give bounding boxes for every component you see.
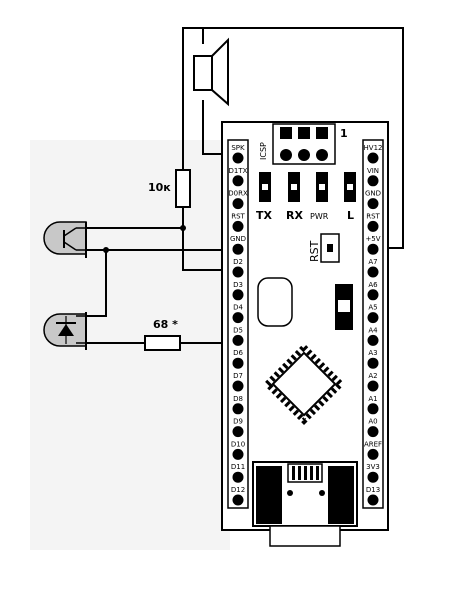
pin-pad <box>367 243 379 255</box>
pin-label-spk: SPK <box>231 144 245 152</box>
pin-label-hv12: HV12 <box>364 144 383 152</box>
pin-label-gnd: GND <box>230 235 246 243</box>
pin-label-d1tx: D1TX <box>229 167 248 175</box>
left-pin-column: SPK D1TX D0RX RST GND D2D3D4D5D6D7D8D9D10D11D… <box>228 144 248 506</box>
pin-label-d4: D4 <box>233 304 243 312</box>
led-label-tx: TX <box>256 209 273 222</box>
pin-label-d2: D2 <box>233 258 243 266</box>
pin-label-gnd: GND <box>365 190 381 198</box>
pin-pad <box>367 380 379 392</box>
junction-dot <box>103 247 109 253</box>
led-label-pwr: PWR <box>310 212 329 221</box>
pin-pad <box>232 243 244 255</box>
resistor-10k <box>175 169 191 208</box>
pin-pad <box>232 175 244 187</box>
left-header-strip <box>227 139 249 509</box>
pin-label-rst: RST <box>366 212 380 220</box>
pin-pad <box>232 494 244 506</box>
pin-pad <box>367 494 379 506</box>
usb-connector <box>252 461 358 547</box>
pin-pad <box>367 357 379 369</box>
junction-dot <box>180 225 186 231</box>
pin-label-d10: D10 <box>231 440 245 448</box>
pin-label-d5: D5 <box>233 326 243 334</box>
icsp-pin1-label: 1 <box>340 127 348 140</box>
pin-label-rst: RST <box>231 212 245 220</box>
pin-label-vin: VIN <box>367 167 379 175</box>
reset-button-cap <box>327 244 333 252</box>
pin-pad <box>367 403 379 415</box>
pin-label-d12: D12 <box>231 486 245 494</box>
pin-pad <box>232 448 244 460</box>
pin-pad <box>232 312 244 324</box>
icsp-label: ICSP <box>259 142 268 160</box>
pin-label-a1: A1 <box>368 395 377 403</box>
pin-pad <box>367 448 379 460</box>
pin-label-d13: D13 <box>366 486 380 494</box>
arduino-nano-board: SPK D1TX D0RX RST GND D2D3D4D5D6D7D8D9D10D11D… <box>221 121 389 547</box>
pin-label-a7: A7 <box>368 258 377 266</box>
pin-pad <box>367 289 379 301</box>
led-label-l: L <box>347 209 354 222</box>
crystal <box>257 277 293 327</box>
pin-pad <box>232 152 244 164</box>
microcontroller-chip <box>262 342 346 426</box>
speaker-icon <box>193 37 229 107</box>
pin-pad <box>232 471 244 483</box>
pin-pad <box>367 426 379 438</box>
pin-label-d6: D6 <box>233 349 243 357</box>
pin-pad <box>232 334 244 346</box>
pin-pad <box>367 198 379 210</box>
voltage-regulator <box>335 284 353 330</box>
resistor-10k-label: 10к <box>148 181 171 194</box>
pin-label-a6: A6 <box>368 281 378 289</box>
pin-pad <box>367 471 379 483</box>
pin-pad <box>232 289 244 301</box>
led-label-rx: RX <box>286 209 303 222</box>
pin-pad <box>232 198 244 210</box>
pin-label-a2: A2 <box>368 372 377 380</box>
pin-pad <box>232 220 244 232</box>
reset-button-label: RST <box>308 240 321 262</box>
pin-label-d8: D8 <box>233 395 243 403</box>
pin-label-3v3: 3V3 <box>366 463 380 471</box>
resistor-68-label: 68 * <box>153 318 178 331</box>
pin-label-d3: D3 <box>233 281 243 289</box>
pin-pad <box>367 266 379 278</box>
pin-pad <box>367 312 379 324</box>
pin-pad <box>232 426 244 438</box>
pin-pad <box>232 380 244 392</box>
pin-label-aref: AREF <box>364 440 382 448</box>
pin-label-a3: A3 <box>368 349 377 357</box>
pin-label-d11: D11 <box>231 463 245 471</box>
pin-label-a5: A5 <box>368 304 377 312</box>
pin-pad <box>367 152 379 164</box>
icsp-pins <box>280 127 328 161</box>
ir-led-icon <box>43 312 87 350</box>
pin-pad <box>367 175 379 187</box>
pin-label-a0: A0 <box>368 418 377 426</box>
right-header-strip <box>362 139 384 509</box>
pin-pad <box>232 357 244 369</box>
pin-label-a4: A4 <box>368 326 378 334</box>
pin-label-d0rx: D0RX <box>228 190 248 198</box>
status-leds <box>259 172 356 202</box>
pin-pad <box>232 266 244 278</box>
pin-pad <box>367 334 379 346</box>
phototransistor-icon <box>43 221 87 258</box>
resistor-68 <box>144 335 181 351</box>
pin-label-d7: D7 <box>233 372 243 380</box>
pin-label--5v: +5V <box>365 235 380 243</box>
pin-pad <box>367 220 379 232</box>
pin-pad <box>232 403 244 415</box>
pin-label-d9: D9 <box>233 418 243 426</box>
